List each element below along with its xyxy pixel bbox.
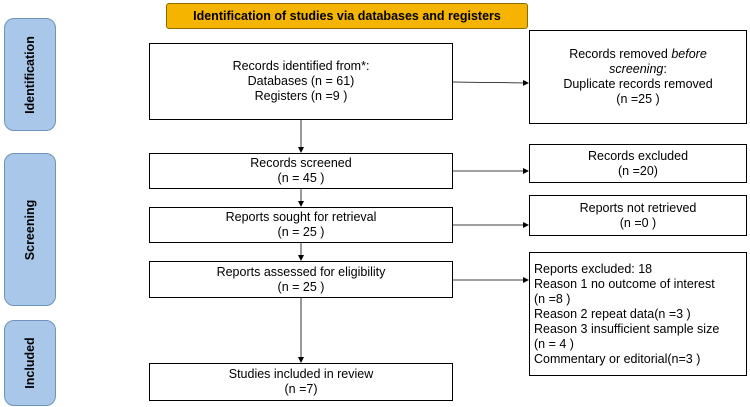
phase-identification: Identification	[4, 18, 56, 131]
records-removed-line1: Records removed before	[569, 47, 707, 62]
studies-included-line2: (n =7)	[284, 382, 318, 396]
records-removed-line1-text: Records removed	[569, 47, 672, 61]
records-excluded-line1: Records excluded	[587, 148, 689, 163]
reports-sought-line2: (n = 25 )	[277, 225, 325, 239]
reports-not-retrieved-box: Reports not retrieved (n =0 )	[529, 195, 747, 236]
reports-excluded-box: Reports excluded: 18 Reason 1 no outcome…	[529, 252, 747, 376]
phase-included: Included	[4, 320, 56, 406]
records-identified-line1: Records identified from*:	[232, 59, 370, 73]
records-screened-box: Records screened (n = 45 )	[149, 153, 453, 189]
diagram-title: Identification of studies via databases …	[166, 3, 528, 29]
records-excluded-line2: (n =20)	[618, 163, 658, 178]
reports-excluded-line4: Reason 2 repeat data(n =3 )	[534, 306, 691, 321]
records-removed-line2: screening:	[609, 62, 667, 77]
reports-excluded-line5: Reason 3 insufficient sample size	[534, 321, 720, 336]
reports-not-retrieved-line2: (n =0 )	[619, 215, 657, 230]
studies-included-line1: Studies included in review	[228, 367, 374, 381]
studies-included-box: Studies included in review (n =7)	[149, 363, 453, 401]
records-identified-line3: Registers (n =9 )	[254, 89, 348, 103]
reports-excluded-line2: Reason 1 no outcome of interest	[534, 276, 715, 291]
records-removed-line2-emphasis: screening	[609, 62, 664, 76]
records-removed-line1-emphasis: before	[671, 47, 707, 61]
phase-screening: Screening	[4, 153, 56, 306]
records-removed-line4: (n =25 )	[616, 92, 660, 106]
diagram-title-text: Identification of studies via databases …	[193, 9, 501, 23]
reports-sought-box: Reports sought for retrieval (n = 25 )	[149, 207, 453, 243]
reports-assessed-box: Reports assessed for eligibility (n = 25…	[149, 261, 453, 298]
arrow-identified-to-removed	[452, 79, 529, 86]
reports-assessed-line2: (n = 25 )	[277, 279, 325, 294]
records-excluded-box: Records excluded (n =20)	[529, 144, 747, 183]
records-identified-box: Records identified from*: Databases (n =…	[149, 43, 453, 120]
records-removed-line2-text: :	[663, 62, 667, 76]
records-screened-line2: (n = 45 )	[277, 171, 325, 185]
reports-assessed-line1: Reports assessed for eligibility	[216, 264, 386, 279]
reports-excluded-line1: Reports excluded: 18	[534, 261, 653, 276]
records-removed-line3: Duplicate records removed	[563, 77, 713, 91]
reports-excluded-line6: (n = 4 )	[534, 336, 574, 351]
records-identified-line2: Databases (n = 61)	[247, 74, 355, 88]
reports-excluded-line7: Commentary or editorial(n=3 )	[534, 351, 701, 366]
reports-excluded-line3: (n =8 )	[534, 291, 571, 306]
records-removed-box: Records removed before screening: Duplic…	[529, 30, 747, 124]
reports-not-retrieved-line1: Reports not retrieved	[579, 200, 697, 215]
reports-sought-line1: Reports sought for retrieval	[225, 210, 377, 224]
records-screened-line1: Records screened	[250, 156, 352, 170]
